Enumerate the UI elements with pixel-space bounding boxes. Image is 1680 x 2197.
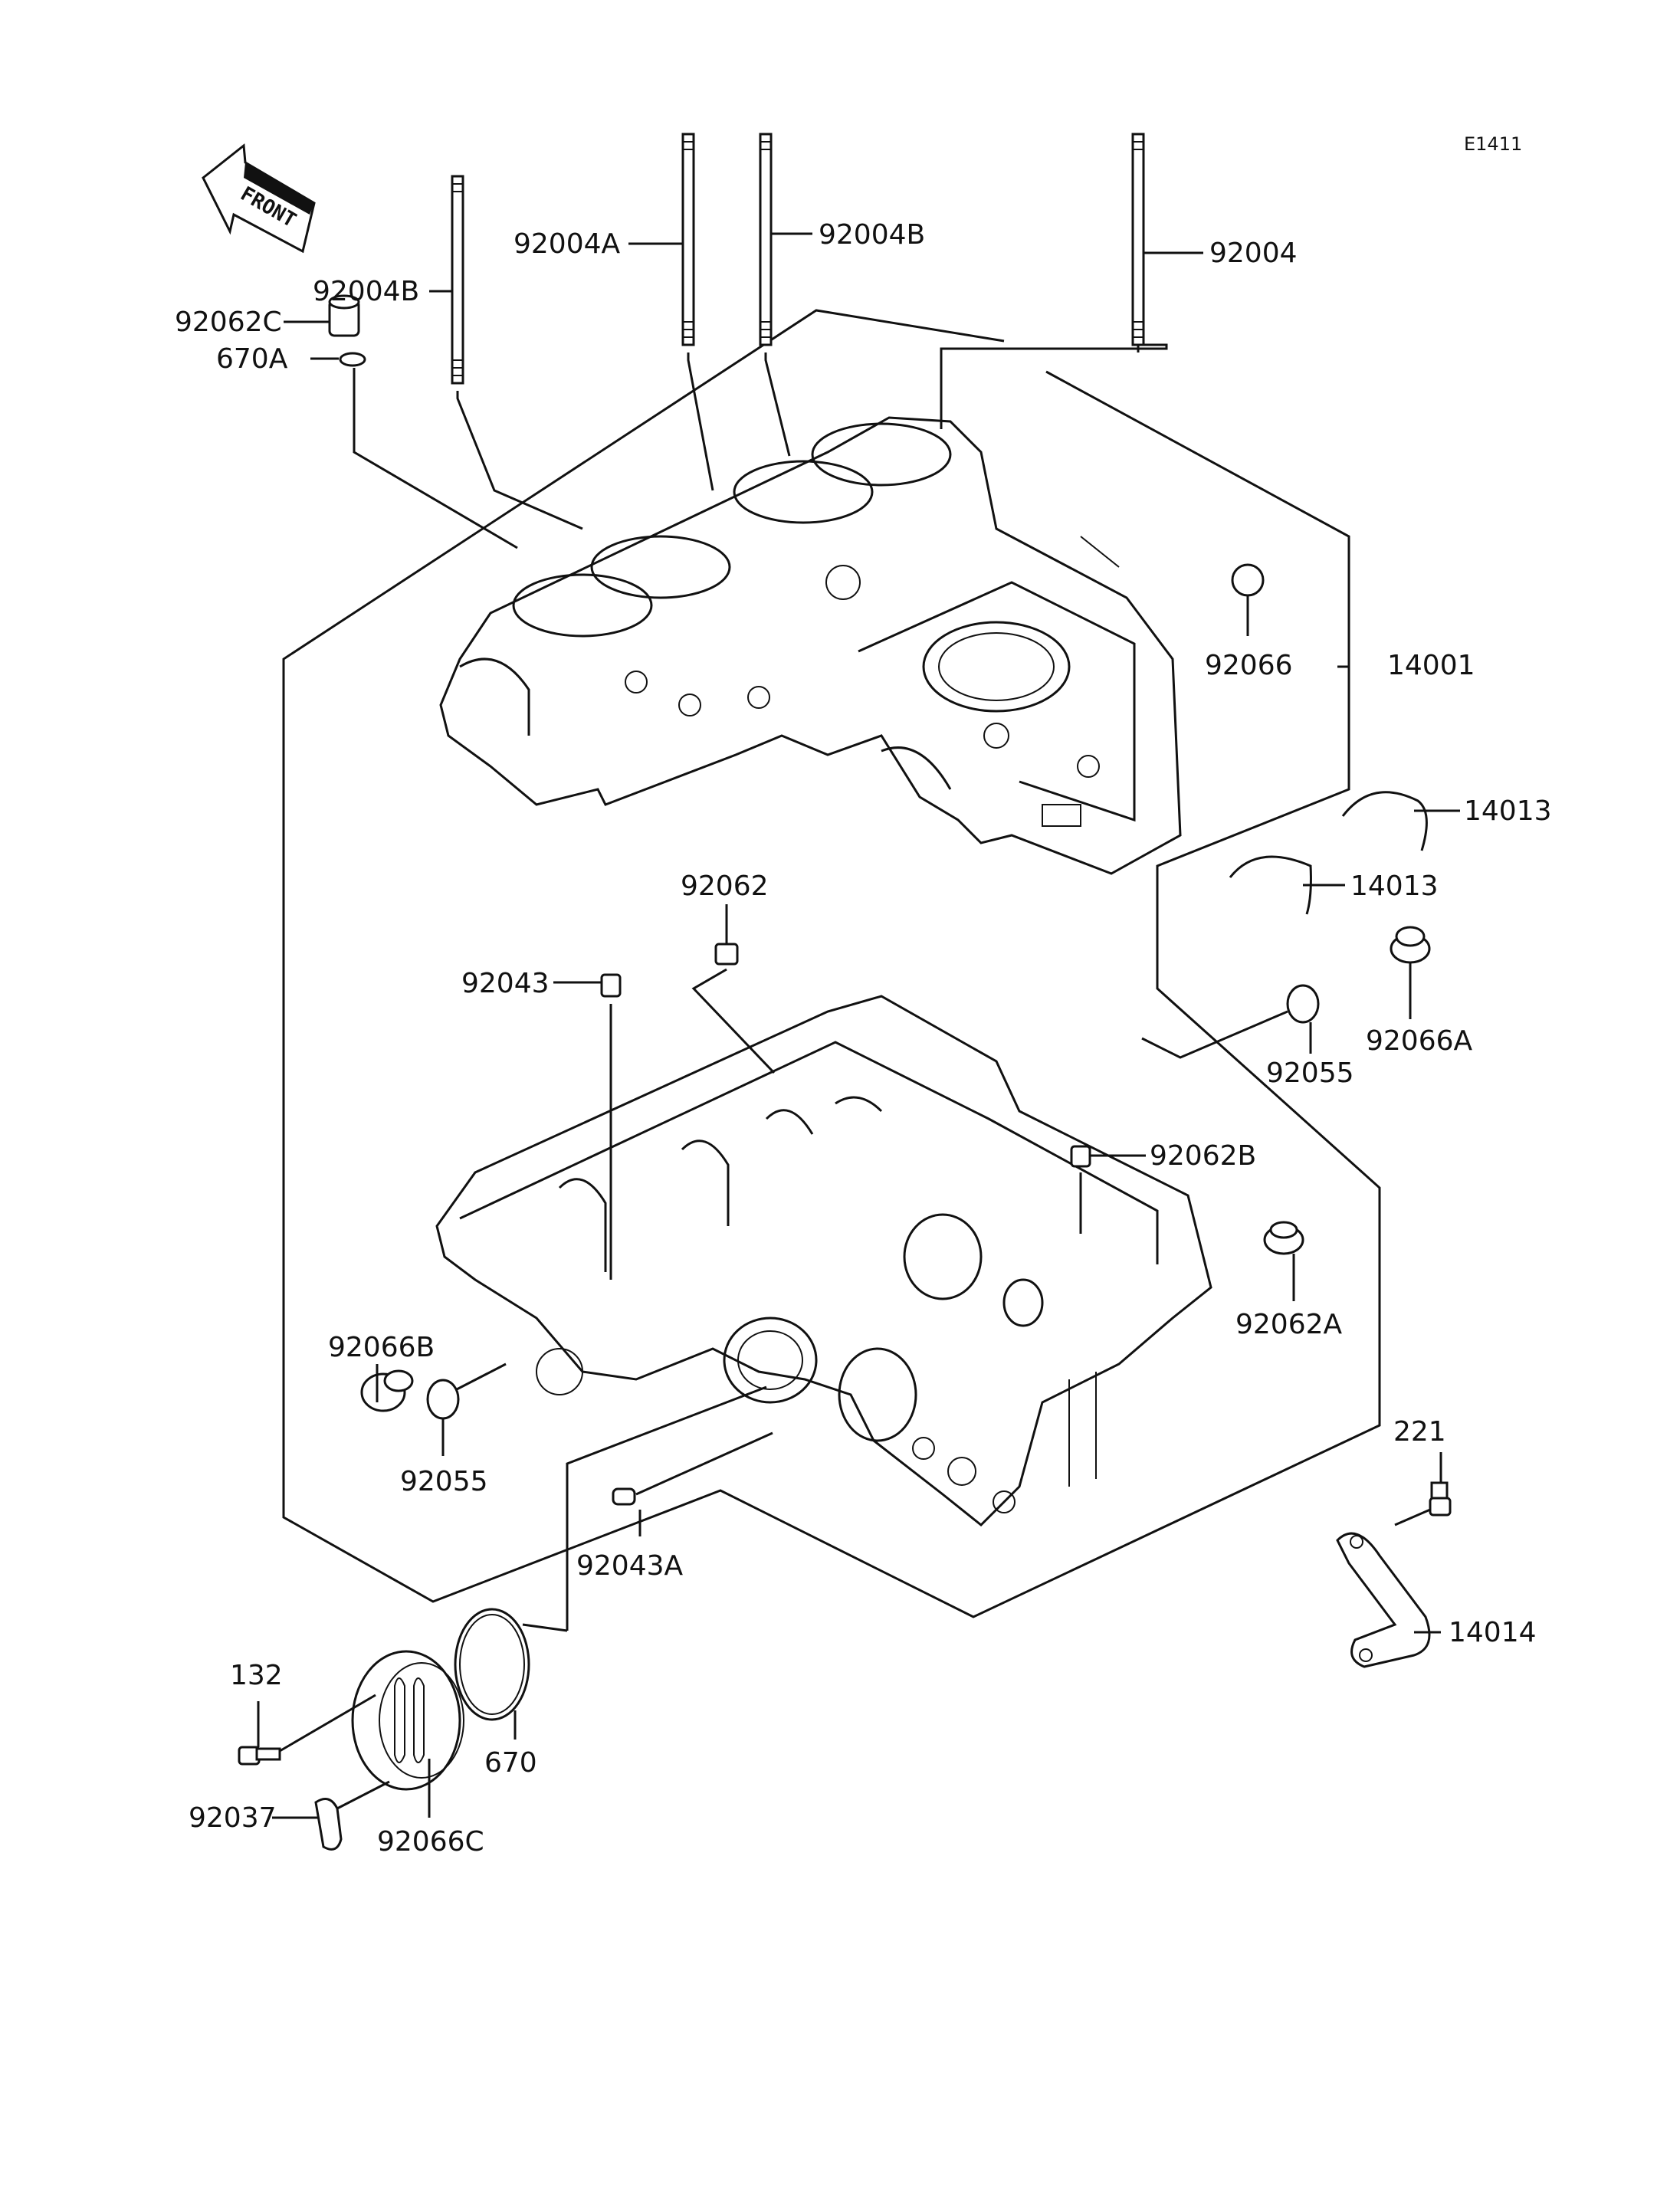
bolt-132 <box>238 1694 376 1766</box>
label-14014: 14014 <box>1449 1617 1537 1648</box>
stud-92004B-left <box>429 175 583 530</box>
oring-92055-left <box>426 1362 507 1456</box>
stud-92004B-mid <box>759 133 812 457</box>
bearing-14013-lower <box>1229 855 1345 915</box>
oil-filter-group-line <box>566 1385 767 1631</box>
oring-92055-right <box>1141 984 1320 1059</box>
upper-crankcase <box>439 416 1182 875</box>
label-92043: 92043 <box>461 968 550 999</box>
label-221: 221 <box>1393 1416 1446 1448</box>
stopper-14014 <box>1336 1532 1441 1668</box>
label-14001: 14001 <box>1387 650 1475 681</box>
plug-92066 <box>1231 563 1265 636</box>
label-92062B: 92062B <box>1150 1140 1256 1172</box>
plug-92066B <box>360 1364 414 1412</box>
pin-92043 <box>553 973 622 1280</box>
label-92066B: 92066B <box>328 1332 435 1363</box>
label-92004A: 92004A <box>514 228 621 260</box>
label-670A: 670A <box>216 343 288 375</box>
label-132: 132 <box>230 1660 283 1691</box>
cap-92066C <box>351 1650 464 1818</box>
oring-670 <box>454 1608 568 1740</box>
label-670: 670 <box>484 1747 537 1779</box>
front-direction-arrow: FRONT <box>202 143 316 254</box>
label-14013-upper: 14013 <box>1464 795 1552 827</box>
upper-case-group-outline <box>282 309 1381 1618</box>
clamp-92037 <box>272 1780 390 1851</box>
label-92004B-left: 92004B <box>313 276 419 307</box>
label-92062A: 92062A <box>1235 1309 1343 1340</box>
label-92055-right: 92055 <box>1266 1058 1354 1089</box>
label-92066C: 92066C <box>377 1826 484 1858</box>
lower-crankcase <box>435 995 1212 1527</box>
oring-670A <box>310 352 518 549</box>
label-92043A: 92043A <box>576 1550 684 1582</box>
plug-92062A <box>1263 1221 1304 1301</box>
label-92062: 92062 <box>681 871 769 902</box>
dowel-92062C <box>284 294 360 337</box>
label-92066: 92066 <box>1205 650 1293 681</box>
bolt-221 <box>1394 1452 1452 1526</box>
label-14013-lower: 14013 <box>1350 871 1439 902</box>
label-92037: 92037 <box>189 1802 277 1834</box>
label-92055-left: 92055 <box>400 1466 488 1497</box>
label-92004B-mid: 92004B <box>819 219 925 251</box>
label-92062C: 92062C <box>175 307 282 338</box>
pin-92043A <box>612 1431 773 1536</box>
label-92066A: 92066A <box>1366 1025 1473 1057</box>
diagram-reference-code: E1411 <box>1464 133 1522 155</box>
dowel-92062 <box>691 904 776 1074</box>
plug-92066A <box>1390 926 1431 1019</box>
stud-92004 <box>940 133 1203 429</box>
dowel-92062B <box>1070 1145 1146 1234</box>
bearing-14013-upper <box>1341 791 1460 851</box>
stud-92004A <box>628 133 714 491</box>
label-92004: 92004 <box>1209 238 1298 269</box>
